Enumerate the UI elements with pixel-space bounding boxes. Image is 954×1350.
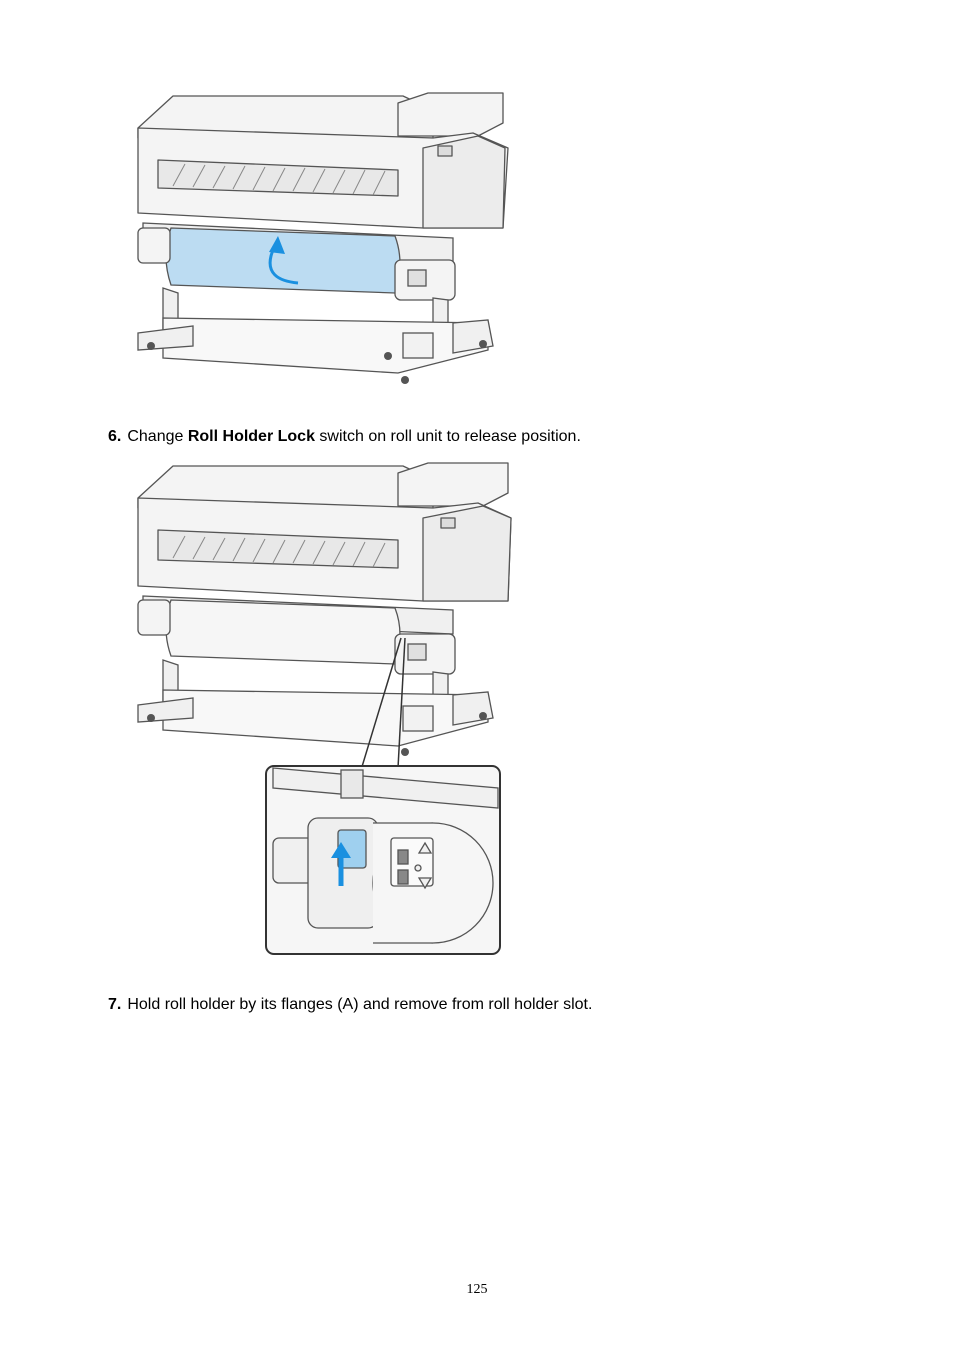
step-text: Change [127,428,188,445]
step-text: switch on roll unit to release position. [314,428,581,445]
step-7: 7. Hold roll holder by its flanges (A) an… [108,995,592,1015]
step-6: 6. Change Roll Holder Lock switch on roll… [108,427,581,447]
roll-holder-lock-label: Roll Holder Lock [187,428,315,445]
step-number: 7. [108,996,122,1013]
step-text: Hold roll holder by its flanges (A) and … [127,996,593,1013]
step-number: 6. [108,428,122,445]
printer-roll-rotate-illustration [137,92,509,384]
page-number: 125 [466,1282,488,1297]
roll-holder-lock-illustration [137,462,512,955]
